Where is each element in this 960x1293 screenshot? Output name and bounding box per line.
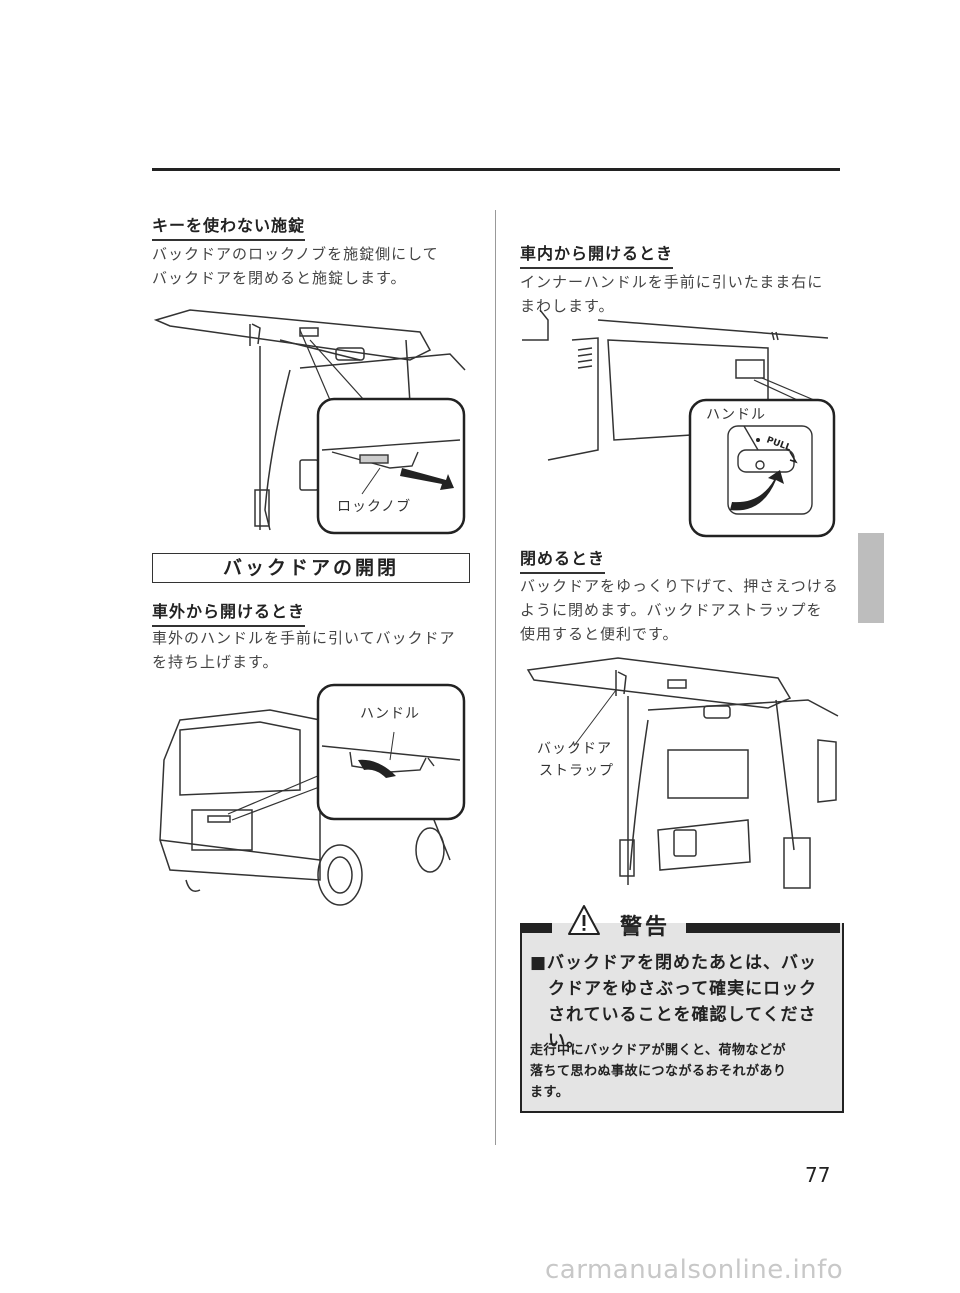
callout-inner-handle: ハンドル xyxy=(706,407,766,423)
chapter-tab xyxy=(858,533,884,623)
warning-title: 警告 xyxy=(620,915,671,940)
illustration-inner-handle: PULL xyxy=(522,309,836,538)
warning-main-text: ■バックドアを閉めたあとは、バッ クドアをゆさぶって確実にロック されていること… xyxy=(530,953,818,1051)
text-open-from-outside: 車外のハンドルを手前に引いてバックドア を持ち上げます。 xyxy=(152,629,456,671)
column-divider xyxy=(495,210,496,1145)
warning-sub-text: 走行中にバックドアが開くと、荷物などが 落ちて思わぬ事故につながるおそれがあり … xyxy=(530,1043,787,1100)
illustration-outer-handle xyxy=(159,683,466,906)
callout-outer-handle: ハンドル xyxy=(360,706,420,722)
top-rule xyxy=(152,168,840,171)
text-open-from-inside: インナーハンドルを手前に引いたまま右に まわします。 xyxy=(520,273,824,315)
heading-open-from-inside: 車内から開けるとき xyxy=(520,240,674,269)
section-title-back-door: バックドアの開閉 xyxy=(152,553,470,583)
page-number: 77 xyxy=(805,1163,831,1187)
watermark: carmanualsonline.info xyxy=(545,1255,844,1285)
warning-bar-right xyxy=(686,923,840,933)
heading-lock-without-key: キーを使わない施錠 xyxy=(152,212,306,241)
illustration-back-door-strap xyxy=(526,657,839,889)
callout-lock-knob: ロックノブ xyxy=(337,499,412,515)
text-lock-without-key: バックドアのロックノブを施錠側にして バックドアを閉めると施錠します。 xyxy=(152,245,439,287)
callout-back-door-strap: バックドア ストラップ xyxy=(537,741,614,779)
warning-triangle-icon xyxy=(568,905,600,935)
heading-open-from-outside: 車外から開けるとき xyxy=(152,598,306,627)
heading-closing: 閉めるとき xyxy=(520,545,606,574)
warning-box xyxy=(520,923,844,1113)
illustration-lock-knob xyxy=(153,309,466,535)
warning-bar-left xyxy=(520,923,552,933)
text-closing: バックドアをゆっくり下げて、押さえつける ように閉めます。バックドアストラップを… xyxy=(520,577,839,643)
